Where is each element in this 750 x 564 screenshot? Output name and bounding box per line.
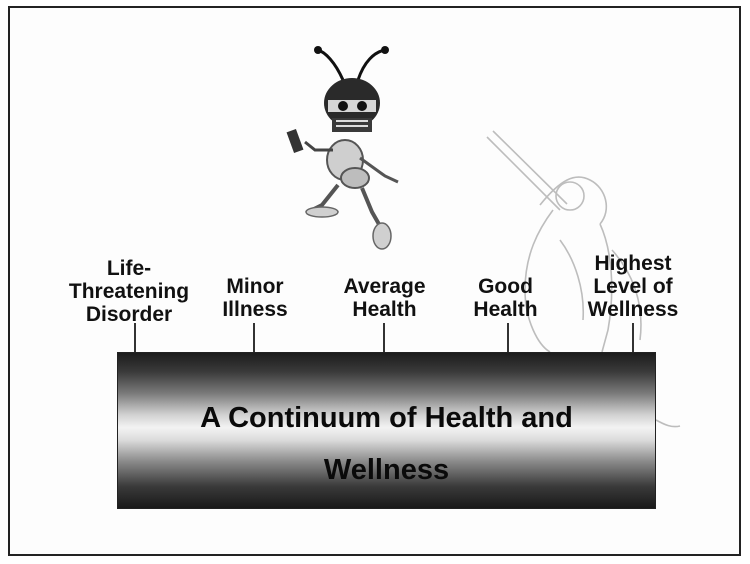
stage-label-minor-illness: Minor Illness bbox=[195, 275, 315, 321]
stage-tick-minor-illness bbox=[253, 323, 255, 353]
stage-label-highest-wellness: Highest Level of Wellness bbox=[573, 252, 693, 321]
continuum-title: A Continuum of Health and Wellness bbox=[117, 392, 656, 496]
stage-tick-average-health bbox=[383, 323, 385, 353]
stage-tick-good-health bbox=[507, 323, 509, 353]
stage-label-good-health: Good Health bbox=[458, 275, 553, 321]
stage-label-average-health: Average Health bbox=[322, 275, 447, 321]
bug-mascot-icon bbox=[287, 46, 398, 249]
stage-tick-life-threatening bbox=[134, 323, 136, 353]
stage-tick-highest-wellness bbox=[632, 323, 634, 353]
stage-label-life-threatening: Life- Threatening Disorder bbox=[54, 257, 204, 326]
